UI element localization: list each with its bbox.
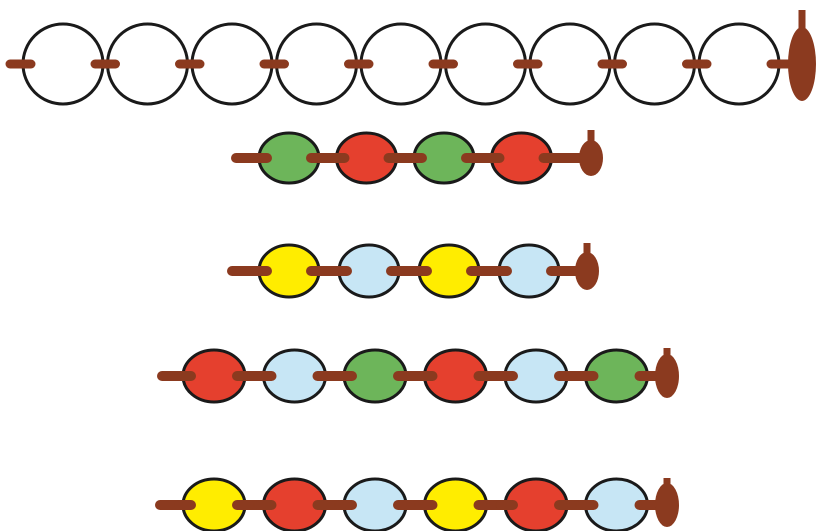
knot-body [575,252,599,290]
knot-end [788,10,816,101]
knot-body [788,27,816,101]
pattern-yellow-red-blue-row [155,477,679,531]
knot-stem [798,10,806,41]
pattern-red-blue-green-row [157,348,679,404]
pattern-yellow-blue-row [227,243,599,299]
knot-end [575,243,599,290]
knot-stem [583,243,591,261]
knot-end [579,130,603,176]
pattern-template-row [5,10,816,106]
knot-body [655,354,679,398]
knot-stem [587,130,595,149]
knot-end [655,478,679,527]
knot-body [579,140,603,176]
knot-body [655,483,679,527]
pattern-green-red-row [231,130,603,185]
knot-end [655,348,679,398]
